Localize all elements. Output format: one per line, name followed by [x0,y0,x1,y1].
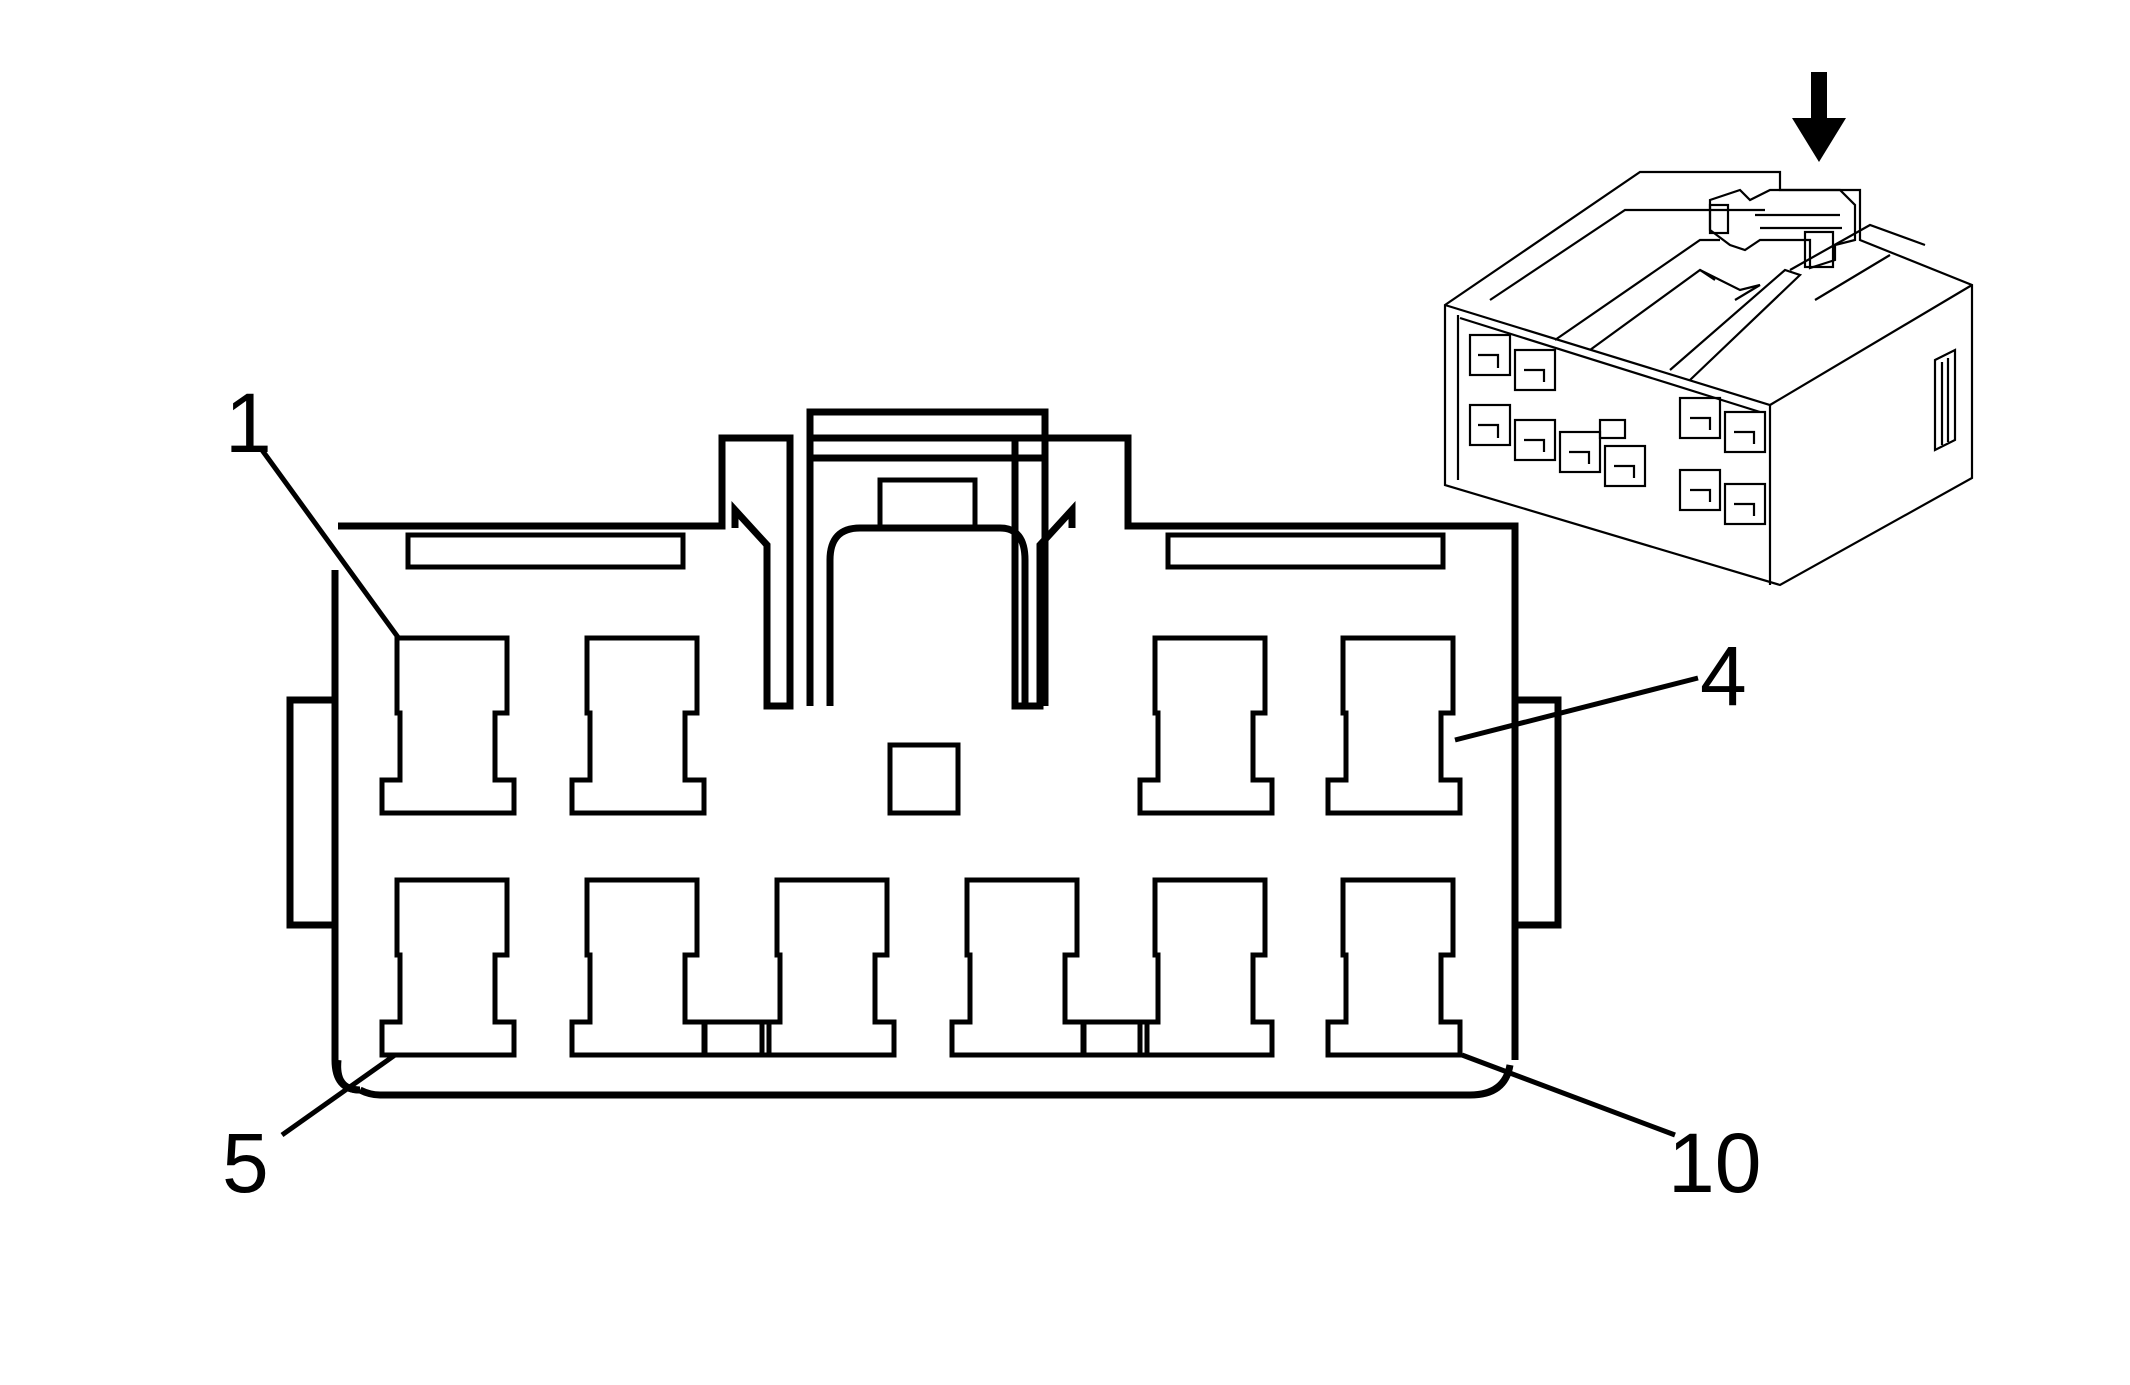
pin-label-1: 1 [225,376,272,470]
connector-front-view: 1 4 5 10 [222,376,1761,1210]
housing-bottom [331,570,1514,1099]
cavity-pin-1 [382,638,514,813]
cavity-pin-8 [952,880,1084,1055]
pin-label-4: 4 [1700,629,1747,723]
iso-side-latch [1933,348,1957,452]
leader-line-10 [1461,1052,1676,1138]
top-rib-right [1165,532,1446,570]
cavity-pin-4 [1328,638,1460,813]
key-square [887,742,961,816]
top-rib-left [405,532,686,570]
cavity-pin-10 [1328,880,1460,1055]
lock-tab [877,477,978,531]
cavity-pin-3 [1140,638,1272,813]
center-lock-tongue [826,524,1029,706]
cavity-pin-2 [572,638,704,813]
down-arrow-icon [1792,72,1846,162]
cavity-pin-9 [1140,880,1272,1055]
bridge-left [702,1019,772,1058]
iso-latch [1708,188,1857,270]
leader-line-4 [1454,675,1699,743]
left-side-latch [286,696,335,929]
iso-body-outline [1443,170,1974,587]
iso-cavities-top-row [1468,333,1767,454]
center-lock-frame [806,408,1049,706]
connector-isometric-view [1443,72,1974,587]
leader-line-5 [280,1052,397,1138]
iso-cavities-bottom-row [1468,403,1767,526]
pin-label-10: 10 [1668,1116,1761,1210]
bridge-right [1080,1019,1150,1058]
housing-outline [338,434,1519,1060]
pin-label-5: 5 [222,1116,269,1210]
cavity-pin-5 [382,880,514,1055]
leader-line-1 [259,448,403,642]
right-side-latch [1515,696,1562,929]
cavity-pin-7 [762,880,894,1055]
cavity-pin-6 [572,880,704,1055]
